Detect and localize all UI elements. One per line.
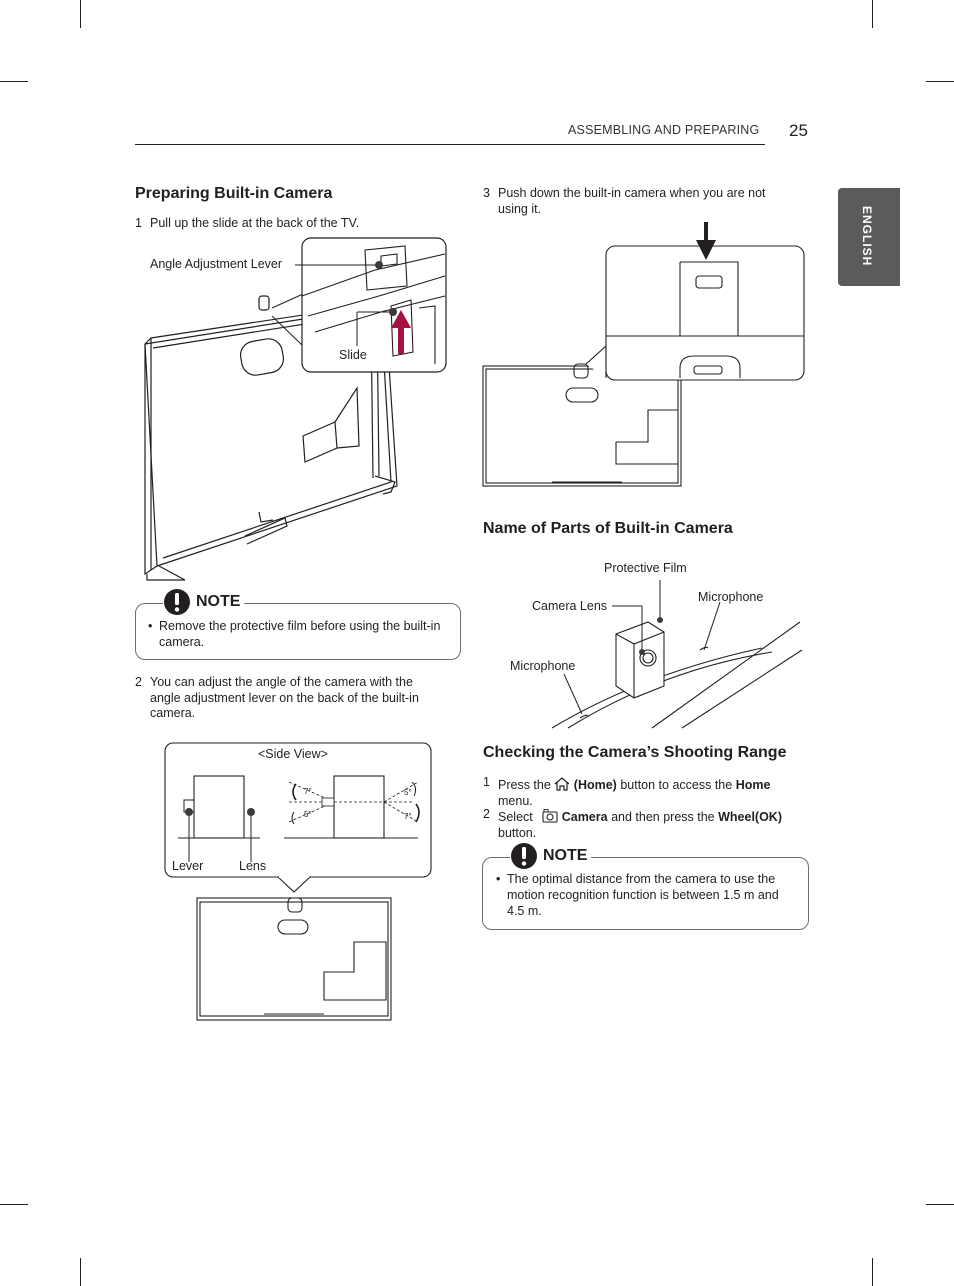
angle-up-7: 7° bbox=[304, 787, 312, 796]
home-icon bbox=[554, 777, 570, 791]
camera-icon bbox=[542, 809, 558, 823]
crop-mark bbox=[0, 81, 28, 82]
label-camera-lens: Camera Lens bbox=[532, 599, 608, 613]
crop-mark bbox=[926, 1204, 954, 1205]
side-view-illustration bbox=[164, 742, 432, 1021]
step-text: You can adjust the angle of the camera w… bbox=[150, 675, 419, 720]
note-bullet: • The optimal distance from the camera t… bbox=[496, 871, 798, 919]
step-text: Press the (Home) button to access the Ho… bbox=[498, 775, 793, 809]
crop-mark bbox=[926, 81, 954, 82]
text-run: menu. bbox=[498, 793, 533, 808]
angle-down-7: 7° bbox=[404, 812, 412, 821]
crop-mark bbox=[80, 0, 81, 28]
heading-preparing-camera: Preparing Built-in Camera bbox=[135, 185, 333, 202]
crop-mark bbox=[0, 1204, 28, 1205]
note-text: The optimal distance from the camera to … bbox=[507, 872, 779, 918]
camera-parts-illustration bbox=[551, 580, 803, 729]
step-text: Push down the built-in camera when you a… bbox=[498, 186, 766, 216]
header-rule bbox=[135, 144, 765, 145]
text-run: button to access the bbox=[620, 778, 733, 792]
text-run: and then press the bbox=[611, 810, 715, 824]
range-step-2: 2 Select Camera and then press the Wheel… bbox=[483, 807, 803, 841]
note-text: Remove the protective film before using … bbox=[159, 619, 441, 649]
text-run: button. bbox=[498, 825, 537, 840]
push-down-illustration bbox=[482, 222, 805, 487]
section-title: ASSEMBLING AND PREPARING bbox=[568, 123, 760, 137]
label-slide: Slide bbox=[339, 348, 367, 362]
home-key-label: (Home) bbox=[573, 778, 617, 792]
language-tab: ENGLISH bbox=[838, 188, 900, 286]
label-lens: Lens bbox=[239, 859, 267, 873]
step-number: 3 bbox=[483, 186, 490, 200]
step-text: Select Camera and then press the Wheel(O… bbox=[498, 807, 803, 841]
angle-down-5: 5° bbox=[304, 810, 312, 819]
step-3: 3 Push down the built-in camera when you… bbox=[483, 186, 793, 217]
crop-mark bbox=[872, 1258, 873, 1286]
text-run: Select bbox=[498, 810, 533, 824]
home-menu-label: Home bbox=[735, 778, 771, 792]
angle-up-5: 5° bbox=[404, 788, 412, 797]
step-number: 2 bbox=[483, 807, 490, 821]
label-protective-film: Protective Film bbox=[604, 561, 687, 575]
range-step-1: 1 Press the (Home) button to access the … bbox=[483, 775, 793, 809]
label-side-view: <Side View> bbox=[258, 747, 328, 761]
label-microphone-left: Microphone bbox=[510, 659, 576, 673]
crop-mark bbox=[872, 0, 873, 28]
note-bullet: • Remove the protective film before usin… bbox=[148, 618, 450, 650]
label-angle-lever: Angle Adjustment Lever bbox=[150, 257, 283, 271]
note-title: NOTE bbox=[196, 593, 241, 610]
wheel-ok-label: Wheel(OK) bbox=[718, 810, 782, 824]
page-number: 25 bbox=[789, 121, 808, 140]
step-text: Pull up the slide at the back of the TV. bbox=[150, 216, 360, 230]
label-microphone-right: Microphone bbox=[698, 590, 764, 604]
camera-app-label: Camera bbox=[561, 810, 608, 824]
heading-shooting-range: Checking the Camera’s Shooting Range bbox=[483, 744, 787, 761]
note-title: NOTE bbox=[543, 847, 588, 864]
exclamation-icon bbox=[164, 589, 190, 615]
step-number: 2 bbox=[135, 675, 142, 689]
step-2: 2 You can adjust the angle of the camera… bbox=[135, 675, 445, 722]
text-run: Press the bbox=[498, 778, 551, 792]
tv-slide-illustration bbox=[144, 237, 447, 581]
step-number: 1 bbox=[483, 775, 490, 789]
crop-mark bbox=[80, 1258, 81, 1286]
note-header: NOTE bbox=[163, 588, 245, 616]
language-label: ENGLISH bbox=[860, 206, 874, 267]
label-lever: Lever bbox=[172, 859, 204, 873]
heading-parts: Name of Parts of Built-in Camera bbox=[483, 520, 733, 537]
step-number: 1 bbox=[135, 216, 142, 230]
step-1: 1 Pull up the slide at the back of the T… bbox=[135, 216, 455, 232]
exclamation-icon bbox=[511, 843, 537, 869]
note-header: NOTE bbox=[510, 842, 592, 870]
